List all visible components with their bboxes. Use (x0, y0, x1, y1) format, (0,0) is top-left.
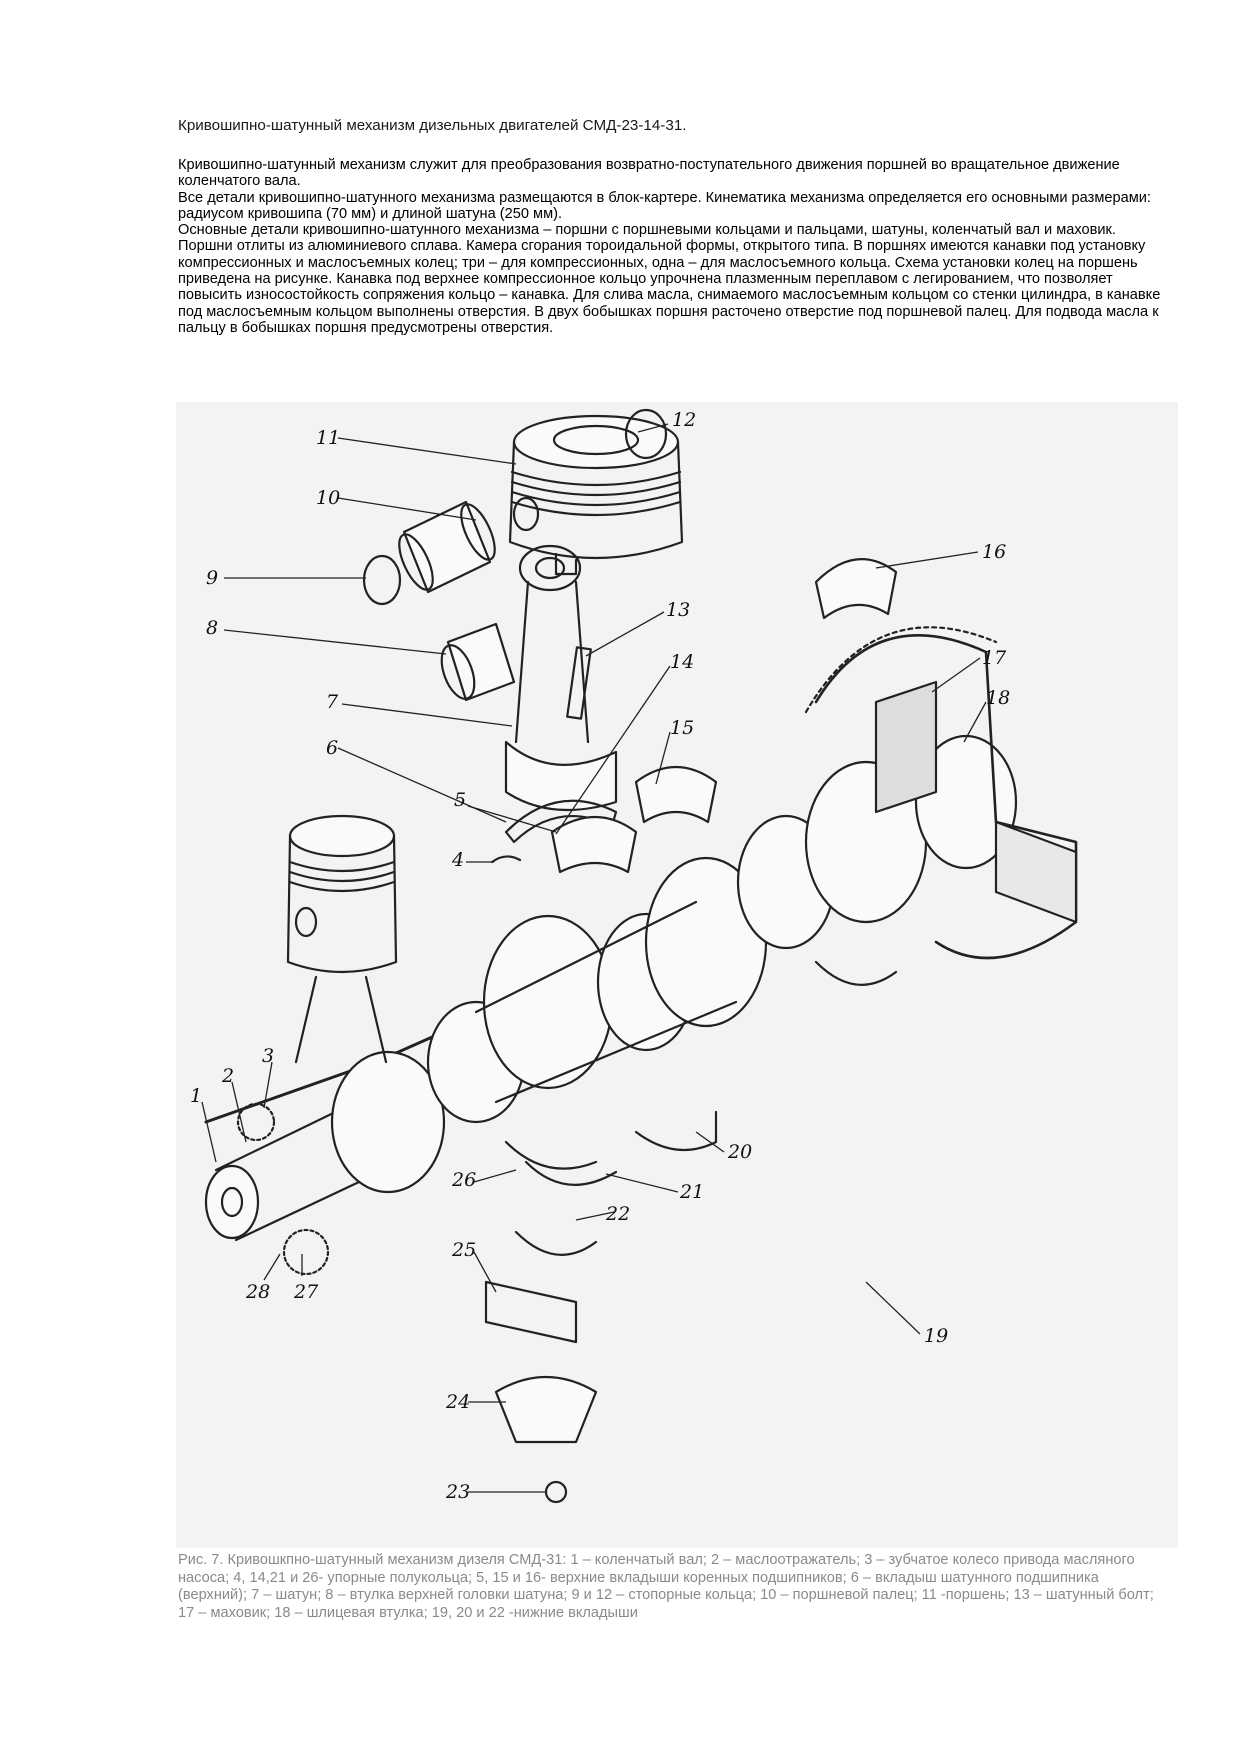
label-21: 21 (679, 1181, 704, 1203)
label-22: 22 (605, 1203, 630, 1225)
bushing (440, 622, 516, 702)
label-9: 9 (206, 567, 218, 589)
gear-27 (282, 1228, 330, 1276)
rod-cap-24 (494, 1376, 598, 1444)
label-20: 20 (727, 1141, 752, 1163)
flywheel (804, 626, 1078, 960)
thrust-ring-26 (504, 1140, 598, 1170)
page-title: Кривошипно-шатунный механизм дизельных д… (178, 117, 687, 134)
piston-top (508, 414, 684, 576)
connecting-rod-top (504, 544, 618, 812)
label-11: 11 (316, 427, 340, 449)
paragraph: Все детали кривошипно-шатунного механизм… (178, 189, 1151, 222)
nut-23 (544, 1480, 568, 1504)
label-28: 28 (245, 1281, 270, 1303)
bearing-shell-21 (524, 1160, 618, 1186)
paragraph: Поршни отлиты из алюминиевого сплава. Ка… (178, 238, 1161, 336)
label-17: 17 (982, 647, 1007, 669)
piston-bottom (286, 814, 398, 1064)
crank-mechanism-figure: 11 12 10 9 8 13 7 14 6 15 16 17 18 5 4 1… (176, 402, 1178, 1548)
crankshaft (204, 734, 1018, 1242)
label-12: 12 (672, 409, 696, 431)
label-23: 23 (445, 1481, 470, 1503)
bearing-shell-19 (814, 960, 898, 986)
label-13: 13 (666, 599, 690, 621)
label-18: 18 (986, 687, 1010, 709)
label-27: 27 (293, 1281, 319, 1303)
label-15: 15 (670, 717, 694, 739)
bearing-shell-5 (550, 815, 638, 874)
bearing-shell-15 (634, 765, 718, 824)
bearing-shell-16 (814, 558, 898, 620)
body-text: Кривошипно-шатунный механизм служит для … (178, 157, 1168, 336)
label-10: 10 (316, 487, 340, 509)
label-14: 14 (670, 651, 694, 673)
bearing-shell-25 (484, 1280, 578, 1344)
label-7: 7 (326, 691, 339, 713)
paragraph: Основные детали кривошипно-шатунного мех… (178, 222, 1116, 239)
label-24: 24 (445, 1391, 470, 1413)
label-5: 5 (454, 789, 466, 811)
label-16: 16 (982, 541, 1006, 563)
label-6: 6 (326, 737, 338, 759)
label-2: 2 (221, 1065, 234, 1087)
oil-pump-gear (236, 1102, 276, 1142)
label-1: 1 (190, 1085, 202, 1107)
bearing-shell-20 (634, 1110, 718, 1152)
bearing-shell-22 (514, 1230, 598, 1256)
label-3: 3 (262, 1045, 274, 1067)
thrust-ring-4 (490, 855, 522, 864)
paragraph: Кривошипно-шатунный механизм служит для … (178, 157, 1120, 190)
piston-pin (398, 500, 496, 594)
retaining-ring-9 (362, 554, 402, 606)
label-19: 19 (924, 1325, 948, 1347)
label-26: 26 (451, 1169, 476, 1191)
label-4: 4 (451, 849, 464, 871)
exploded-view-drawing: 11 12 10 9 8 13 7 14 6 15 16 17 18 5 4 1… (190, 408, 1078, 1504)
retaining-ring-12 (624, 408, 668, 460)
label-8: 8 (206, 617, 218, 639)
label-25: 25 (451, 1239, 476, 1261)
figure-caption: Рис. 7. Кривошкпно-шатунный механизм диз… (178, 1552, 1154, 1621)
